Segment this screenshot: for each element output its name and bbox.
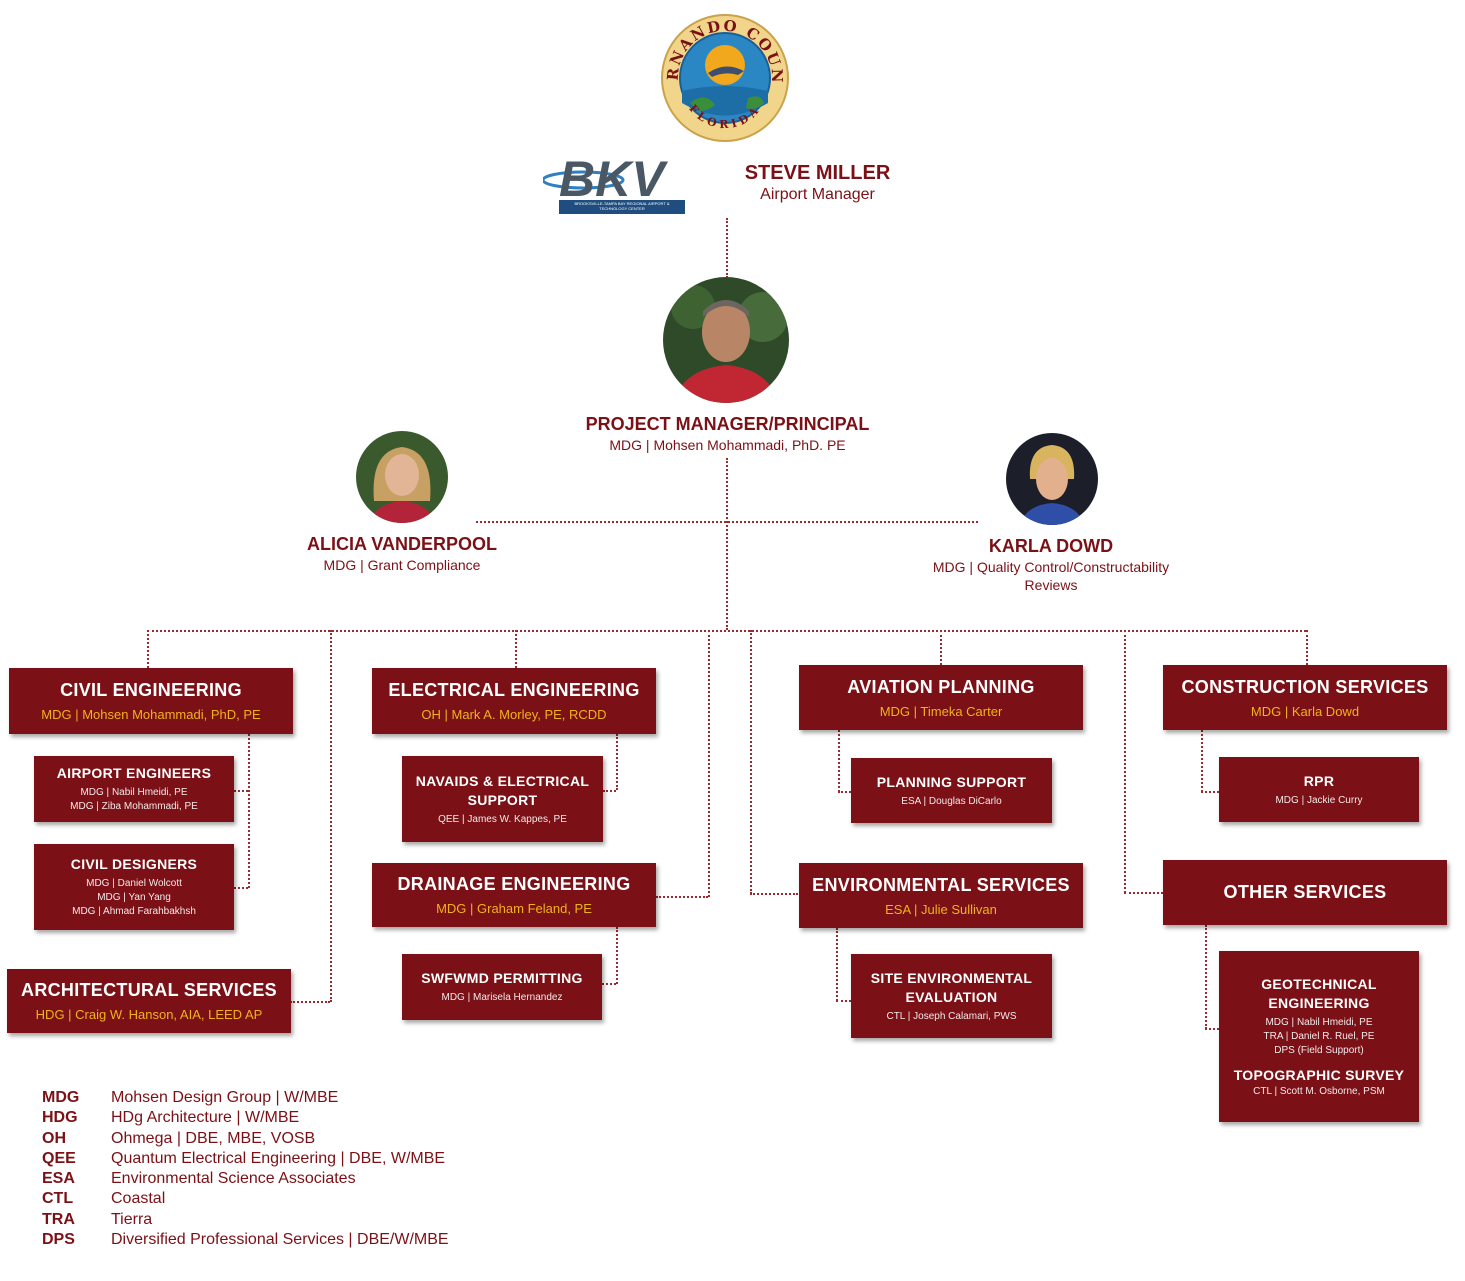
legend-full: Tierra (111, 1210, 153, 1228)
legend-abbr: TRA (42, 1210, 75, 1228)
navaids-title1: NAVAIDS & ELECTRICAL (415, 772, 590, 789)
planning-title: PLANNING SUPPORT (876, 773, 1027, 790)
top-role: Airport Manager (760, 186, 875, 203)
civil-designers-box: CIVIL DESIGNERS MDG | Daniel Wolcott MDG… (34, 844, 234, 930)
bkv-logo-caption: BROOKSVILLE-TAMPA BAY REGIONAL AIRPORT &… (574, 201, 670, 211)
architectural-services-box: ARCHITECTURAL SERVICES HDG | Craig W. Ha… (7, 969, 291, 1033)
site-env-title2: EVALUATION (905, 988, 998, 1005)
airport-engineers-line2: MDG | Ziba Mohammadi, PE (70, 801, 198, 812)
rpr-title: RPR (1303, 772, 1335, 789)
env-sub: ESA | Julie Sullivan (885, 901, 997, 917)
civil-designers-title: CIVIL DESIGNERS (70, 856, 198, 872)
legend-full: Mohsen Design Group | W/MBE (111, 1089, 339, 1106)
construction-services-box: CONSTRUCTION SERVICES MDG | Karla Dowd (1163, 665, 1447, 730)
environmental-services-box: ENVIRONMENTAL SERVICES ESA | Julie Sulli… (799, 863, 1083, 928)
project-manager-photo (663, 277, 789, 403)
legend-full: Diversified Professional Services | DBE/… (111, 1231, 449, 1249)
airport-engineers-line1: MDG | Nabil Hmeidi, PE (80, 787, 188, 798)
other-services-box: OTHER SERVICES (1163, 860, 1447, 925)
drainage-sub: MDG | Graham Feland, PE (436, 901, 592, 916)
pm-title: PROJECT MANAGER/PRINCIPAL (585, 414, 870, 434)
other-title: OTHER SERVICES (1223, 882, 1387, 902)
geo-line4: CTL | Scott M. Osborne, PSM (1253, 1085, 1385, 1097)
planning-support-box: PLANNING SUPPORT ESA | Douglas DiCarlo (851, 758, 1052, 823)
swfwmd-title: SWFWMD PERMITTING (421, 970, 583, 986)
bkv-logo: BKV BROOKSVILLE-TAMPA BAY REGIONAL AIRPO… (541, 148, 723, 218)
airport-engineers-title: AIRPORT ENGINEERS (56, 765, 212, 781)
civil-engineering-box: CIVIL ENGINEERING MDG | Mohsen Mohammadi… (9, 668, 293, 734)
legend-abbr: ESA (42, 1170, 75, 1188)
legend-full: Coastal (111, 1190, 166, 1208)
swfwmd-line1: MDG | Marisela Hernandez (441, 992, 563, 1003)
constr-sub: MDG | Karla Dowd (1250, 703, 1360, 719)
arch-title: ARCHITECTURAL SERVICES (21, 980, 277, 1000)
karla-role-line2: Reviews (1024, 577, 1078, 593)
airport-engineers-box: AIRPORT ENGINEERS MDG | Nabil Hmeidi, PE… (34, 756, 234, 822)
legend-abbr: DPS (42, 1231, 75, 1249)
civil-designers-line3: MDG | Ahmad Farahbakhsh (72, 906, 196, 917)
navaids-title2: SUPPORT (467, 791, 538, 808)
site-env-title1: SITE ENVIRONMENTAL (870, 969, 1033, 986)
hernando-county-seal: HERNANDO COUNTY FLORIDA (652, 0, 790, 143)
geo-title3: TOPOGRAPHIC SURVEY (1233, 1066, 1405, 1083)
legend-abbr: CTL (42, 1190, 74, 1208)
karla-photo (1006, 433, 1098, 525)
legend-full: Ohmega | DBE, MBE, VOSB (111, 1129, 316, 1147)
karla-role-line1: MDG | Quality Control/Constructability (932, 559, 1170, 575)
legend-abbr: OH (42, 1129, 66, 1147)
geo-line1: MDG | Nabil Hmeidi, PE (1265, 1016, 1373, 1028)
elec-title: ELECTRICAL ENGINEERING (388, 680, 640, 700)
legend-full: Quantum Electrical Engineering | DBE, W/… (111, 1149, 446, 1167)
aviation-planning-box: AVIATION PLANNING MDG | Timeka Carter (799, 665, 1083, 730)
top-name: STEVE MILLER (744, 162, 891, 184)
navaids-line1: QEE | James W. Kappes, PE (438, 813, 567, 825)
planning-line1: ESA | Douglas DiCarlo (901, 795, 1002, 807)
swfwmd-box: SWFWMD PERMITTING MDG | Marisela Hernand… (402, 954, 602, 1020)
env-title: ENVIRONMENTAL SERVICES (812, 874, 1070, 895)
legend-full: HDg Architecture | W/MBE (111, 1109, 300, 1127)
civil-designers-line2: MDG | Yan Yang (97, 892, 171, 903)
site-environmental-box: SITE ENVIRONMENTAL EVALUATION CTL | Jose… (851, 954, 1052, 1038)
legend-abbr: QEE (42, 1149, 76, 1167)
geo-title2: ENGINEERING (1268, 994, 1370, 1011)
electrical-engineering-box: ELECTRICAL ENGINEERING OH | Mark A. Morl… (372, 668, 656, 734)
arch-sub: HDG | Craig W. Hanson, AIA, LEED AP (35, 1007, 263, 1022)
drainage-engineering-box: DRAINAGE ENGINEERING MDG | Graham Feland… (372, 863, 656, 927)
legend-full: Environmental Science Associates (111, 1170, 356, 1188)
legend-abbr: MDG (42, 1089, 80, 1106)
elec-sub: OH | Mark A. Morley, PE, RCDD (421, 707, 607, 722)
drainage-title: DRAINAGE ENGINEERING (397, 874, 631, 894)
civil-sub: MDG | Mohsen Mohammadi, PhD, PE (41, 707, 261, 722)
alicia-role: MDG | Grant Compliance (323, 557, 481, 573)
site-env-line1: CTL | Joseph Calamari, PWS (886, 1010, 1017, 1022)
bkv-logo-text: BKV (559, 151, 668, 207)
alicia-name: ALICIA VANDERPOOL (306, 534, 497, 554)
geotechnical-box: GEOTECHNICAL ENGINEERING MDG | Nabil Hme… (1219, 951, 1419, 1122)
civil-designers-line1: MDG | Daniel Wolcott (86, 878, 182, 889)
aviation-sub: MDG | Timeka Carter (879, 703, 1003, 719)
navaids-box: NAVAIDS & ELECTRICAL SUPPORT QEE | James… (402, 756, 603, 842)
legend-abbr: HDG (42, 1109, 78, 1127)
geo-line2: TRA | Daniel R. Ruel, PE (1263, 1030, 1375, 1042)
pm-sub: MDG | Mohsen Mohammadi, PhD. PE (609, 437, 846, 453)
geo-title1: GEOTECHNICAL (1261, 975, 1377, 992)
rpr-line1: MDG | Jackie Curry (1275, 794, 1363, 806)
geo-line3: DPS (Field Support) (1274, 1044, 1364, 1056)
civil-title: CIVIL ENGINEERING (60, 680, 242, 700)
karla-name: KARLA DOWD (988, 536, 1114, 556)
constr-title: CONSTRUCTION SERVICES (1181, 676, 1429, 697)
aviation-title: AVIATION PLANNING (847, 676, 1035, 697)
rpr-box: RPR MDG | Jackie Curry (1219, 757, 1419, 822)
alicia-photo (356, 431, 448, 523)
